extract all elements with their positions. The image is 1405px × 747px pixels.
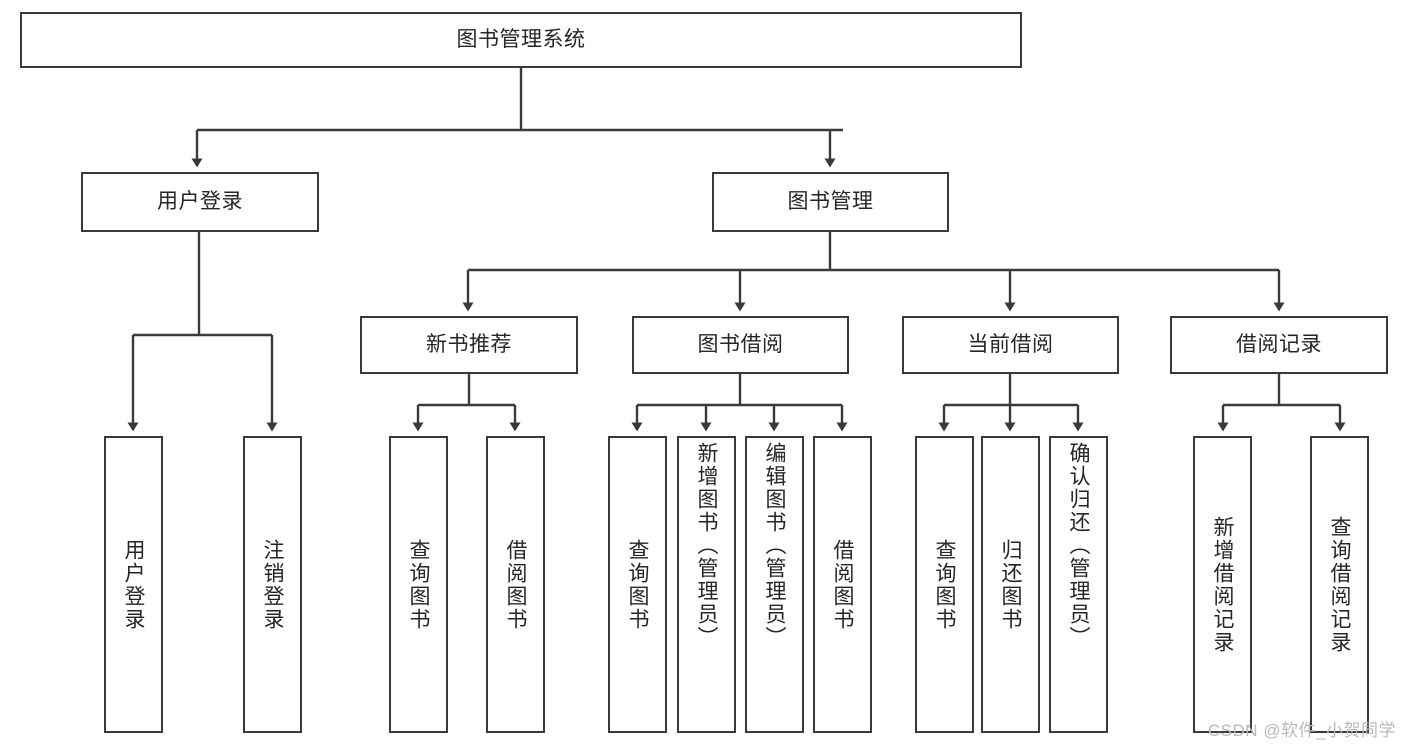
leaf-query-book-recommend[interactable]: 查询图书	[389, 436, 448, 733]
csdn-watermark: CSDN @软件_小贺同学	[1207, 721, 1396, 740]
node-label: 借阅图书	[504, 538, 527, 631]
leaf-logout[interactable]: 注销登录	[243, 436, 302, 733]
node-label: 当前借阅	[967, 332, 1054, 356]
node-label: 新增借阅记录	[1211, 515, 1234, 654]
node-borrow-record[interactable]: 借阅记录	[1170, 316, 1388, 374]
leaf-confirm-return-admin[interactable]: 确认归还（管理员）	[1049, 436, 1108, 733]
node-label: 借阅记录	[1236, 332, 1322, 356]
node-label: 图书管理	[787, 189, 874, 213]
leaf-edit-book-admin[interactable]: 编辑图书（管理员）	[745, 436, 804, 733]
leaf-add-borrow-record[interactable]: 新增借阅记录	[1193, 436, 1252, 733]
node-label: 确认归还（管理员）	[1067, 442, 1090, 649]
node-label: 用户登录	[157, 189, 243, 213]
leaf-borrow-book[interactable]: 借阅图书	[813, 436, 872, 733]
node-label: 查询图书	[407, 538, 430, 631]
node-book-management[interactable]: 图书管理	[712, 172, 949, 232]
node-book-borrow[interactable]: 图书借阅	[632, 316, 849, 374]
node-label: 图书管理系统	[456, 27, 586, 51]
leaf-add-book-admin[interactable]: 新增图书（管理员）	[677, 436, 736, 733]
leaf-query-book-borrow[interactable]: 查询图书	[608, 436, 667, 733]
node-label: 图书借阅	[697, 332, 784, 356]
node-label: 查询图书	[933, 538, 956, 631]
node-label: 查询图书	[626, 538, 649, 631]
node-label: 新书推荐	[426, 332, 512, 356]
node-label: 借阅图书	[831, 538, 854, 631]
leaf-user-login[interactable]: 用户登录	[104, 436, 163, 733]
node-label: 编辑图书（管理员）	[763, 442, 786, 649]
node-current-borrow[interactable]: 当前借阅	[902, 316, 1119, 374]
node-label: 归还图书	[999, 538, 1022, 631]
node-new-book-recommend[interactable]: 新书推荐	[360, 316, 578, 374]
node-user-login[interactable]: 用户登录	[81, 172, 319, 232]
node-label: 用户登录	[122, 538, 145, 631]
leaf-return-book[interactable]: 归还图书	[981, 436, 1040, 733]
leaf-query-book-current[interactable]: 查询图书	[915, 436, 974, 733]
leaf-borrow-book-recommend[interactable]: 借阅图书	[486, 436, 545, 733]
node-label: 新增图书（管理员）	[695, 442, 718, 649]
leaf-query-borrow-record[interactable]: 查询借阅记录	[1310, 436, 1369, 733]
node-label: 注销登录	[261, 538, 284, 631]
node-label: 查询借阅记录	[1328, 515, 1351, 654]
node-root-system[interactable]: 图书管理系统	[20, 12, 1022, 68]
